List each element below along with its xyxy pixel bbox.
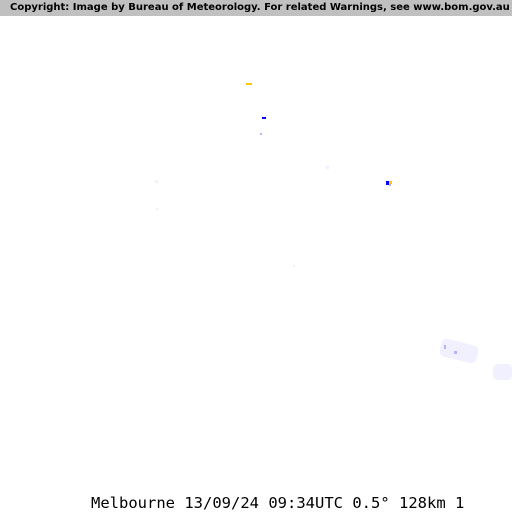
echo-cell-east-core bbox=[389, 181, 392, 184]
echo-faint-west bbox=[155, 180, 158, 183]
caption-range: 128km bbox=[399, 494, 446, 512]
radar-map bbox=[0, 16, 512, 512]
echo-faint-west-2 bbox=[156, 208, 158, 210]
echo-light-north bbox=[260, 133, 262, 135]
copyright-text: Copyright: Image by Bureau of Meteorolog… bbox=[10, 2, 510, 13]
radar-caption: Melbourne 13/09/24 09:34UTC 0.5° 128km 1 bbox=[91, 493, 464, 513]
caption-elevation: 0.5° bbox=[352, 494, 390, 512]
echo-heavy-north bbox=[246, 83, 252, 85]
copyright-banner: Copyright: Image by Bureau of Meteorolog… bbox=[0, 0, 512, 16]
echo-light-se-4 bbox=[493, 364, 512, 380]
echo-faint-ne bbox=[326, 166, 329, 169]
echo-light-se-2 bbox=[444, 345, 446, 349]
caption-date: 13/09/24 bbox=[184, 494, 259, 512]
echo-cell-east bbox=[386, 181, 389, 185]
caption-index: 1 bbox=[455, 494, 465, 512]
echo-faint-centre bbox=[293, 265, 295, 267]
caption-time: 09:34UTC bbox=[268, 494, 343, 512]
echo-cell-east-edge bbox=[389, 184, 391, 186]
echo-light-se-1 bbox=[438, 337, 480, 365]
caption-location: Melbourne bbox=[91, 494, 175, 512]
echo-light-se-3 bbox=[454, 351, 457, 354]
echo-moderate-north bbox=[262, 117, 266, 119]
